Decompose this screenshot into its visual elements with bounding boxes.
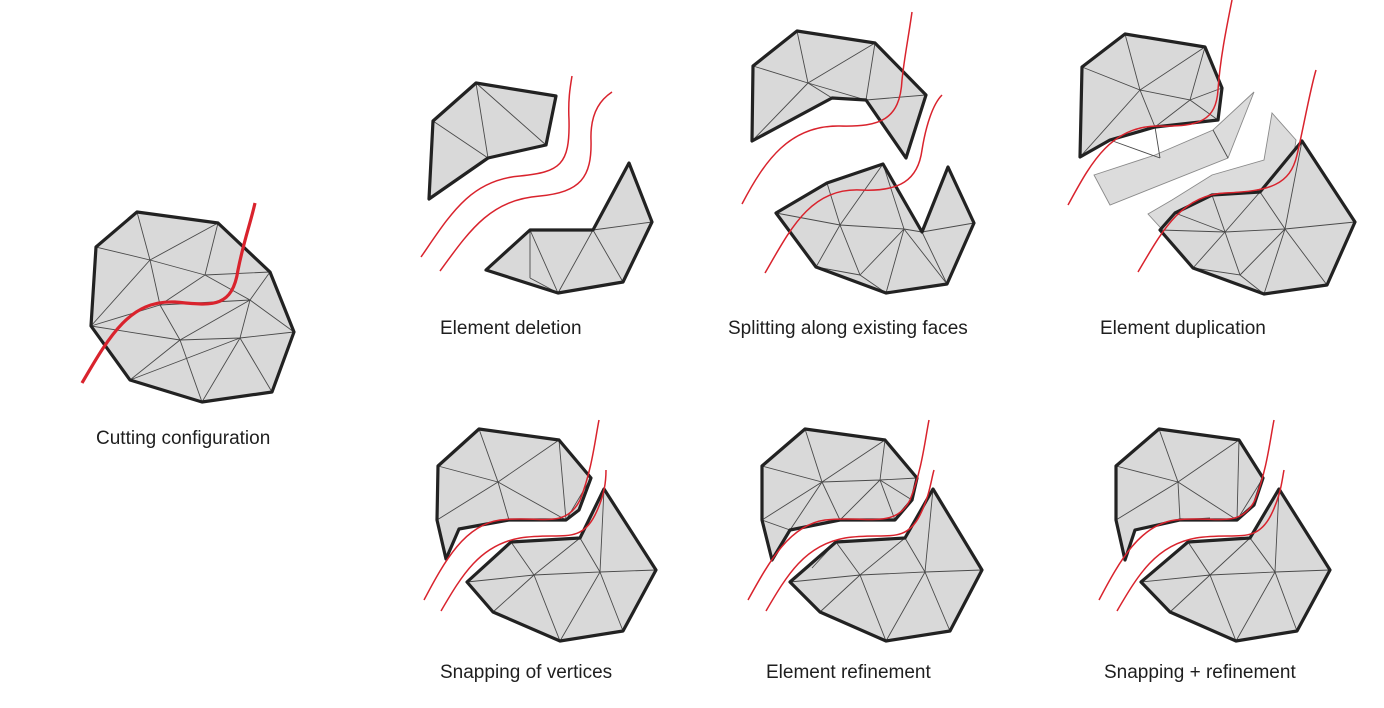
mesh-fill-lower [1141,489,1330,641]
mesh-interior-edges-lower [1159,140,1356,295]
cut-curve-upper [423,419,600,601]
panel-cutting-configuration [80,202,296,404]
mesh-fill-upper [752,31,926,158]
cut-curve-right [439,91,613,272]
mesh-fill-lower [1160,141,1355,294]
mesh-outline-upper [427,81,558,201]
mesh-fill-lower [790,489,982,641]
mesh-fill-upper [1080,34,1222,157]
caption-snapping-refinement: Snapping + refinement [1104,662,1296,683]
cut-curve-lower [1116,469,1285,612]
cut-curve [80,202,257,384]
panel-element-refinement [747,419,984,643]
caption-cutting-configuration: Cutting configuration [96,428,271,449]
cut-curve-lower [765,469,935,612]
mesh-interior-edges-upper [761,428,918,562]
mesh-outline-lower [465,487,658,643]
cut-curve-lower [1137,69,1317,273]
mesh-outline-lower [788,487,984,643]
cut-curve-lower [440,469,607,612]
mesh-outline-upper [435,427,593,561]
cut-curve-upper [741,11,913,205]
caption-splitting-existing-faces: Splitting along existing faces [728,318,968,339]
mesh-interior-edges-lower [529,162,653,294]
mesh-outline-lower [774,162,976,295]
caption-element-deletion: Element deletion [440,318,582,339]
mesh-outline [89,210,296,404]
mesh-outline-upper [760,427,919,562]
mesh-outline-upper [1114,427,1265,562]
mesh-interior-edges-upper [1115,428,1264,521]
cut-curve-upper [1098,419,1275,601]
mesh-outline-upper [750,29,928,160]
caption-element-duplication: Element duplication [1100,318,1266,339]
panel-splitting-existing-faces [741,11,976,295]
mesh-outline-upper [1078,32,1224,159]
caption-snapping-vertices: Snapping of vertices [440,662,613,683]
mesh-interior-edges-upper [436,428,592,521]
caption-element-refinement: Element refinement [766,662,931,683]
mesh-interior-edges-upper [428,82,547,200]
mesh-fill [91,212,294,402]
cut-curve-lower [764,94,943,274]
cut-curve-upper [1067,0,1233,206]
mesh-outline-lower [1158,139,1357,296]
cut-curve-upper [747,419,930,601]
mesh-fill-upper [1116,429,1263,560]
panel-element-deletion [420,75,654,295]
mesh-fill-lower [776,164,974,293]
mesh-fill-lower [467,489,656,641]
mesh-outline-lower [1139,487,1332,643]
mesh-fill-upper [429,83,556,199]
mesh-fill-upper [437,429,591,559]
mesh-interior-edges-lower [466,488,657,643]
mesh-outline-lower [484,161,654,295]
panel-snapping-vertices [423,419,658,643]
panel-snapping-refinement [1098,419,1332,643]
duplicate-ghost-upper [1093,91,1255,206]
cut-curve-left [420,75,573,258]
panel-element-duplication [1067,0,1357,296]
